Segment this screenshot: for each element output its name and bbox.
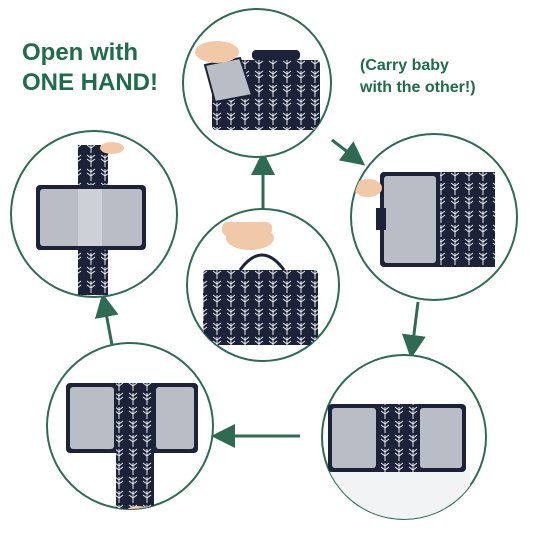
step-bottom-right [321, 354, 487, 520]
flow-arrows [94, 138, 426, 448]
side-note-line-1: (Carry baby [360, 57, 449, 74]
step-right [350, 133, 518, 301]
hand-icon [195, 41, 239, 63]
hand-icon [354, 179, 382, 197]
step-top [182, 8, 332, 158]
arrow-top-to-right [331, 138, 366, 166]
arrow-bottomleft-to-left [94, 293, 119, 346]
headline-line-2: ONE HAND! [22, 69, 158, 96]
hand-icon [100, 142, 124, 154]
headline-line-1: Open with [22, 39, 138, 66]
side-note-line-2: with the other!) [360, 79, 476, 96]
step-bottom-left [46, 342, 214, 510]
arrow-right-to-bottomright [401, 301, 426, 359]
side-note: (Carry baby with the other!) [360, 55, 520, 99]
step-center [186, 208, 340, 362]
step-left [10, 130, 178, 298]
headline: Open with ONE HAND! [22, 38, 192, 98]
